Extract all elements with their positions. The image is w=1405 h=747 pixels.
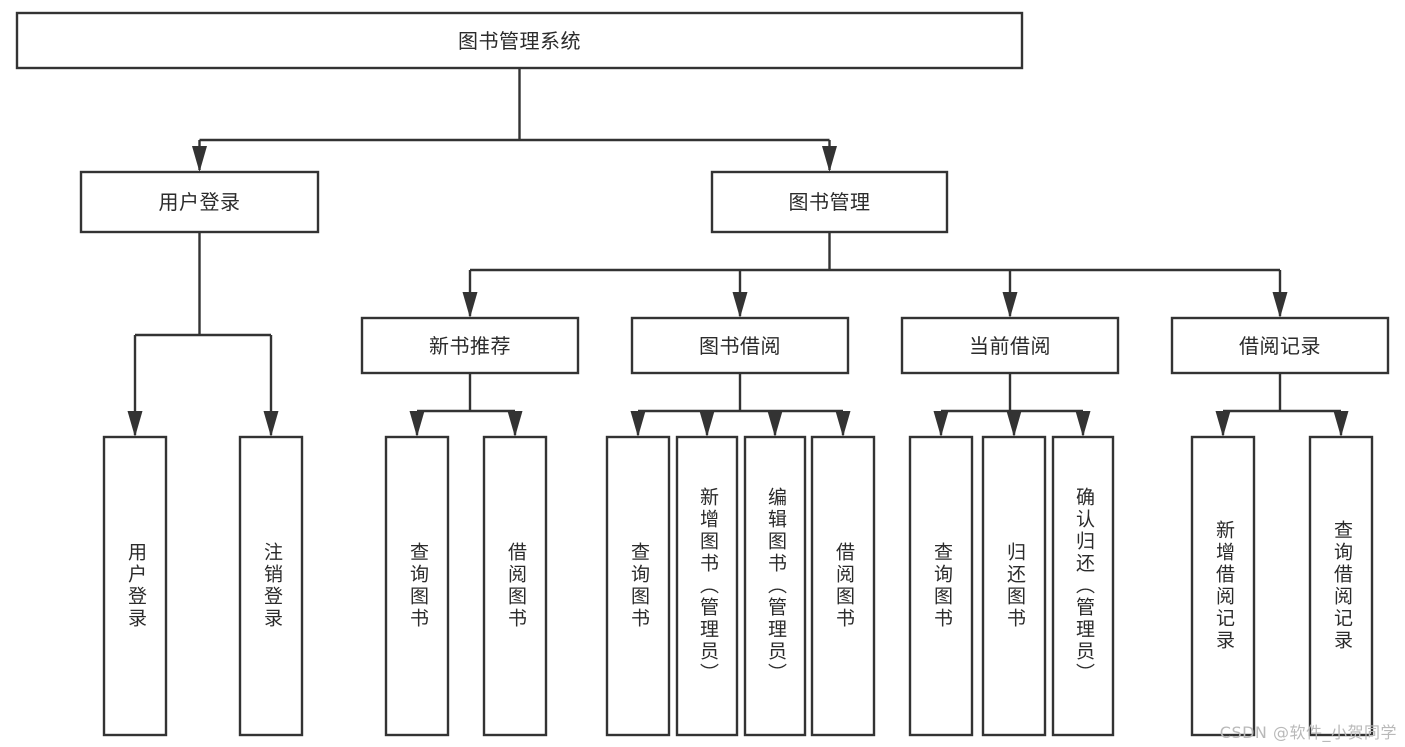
node-leaf-2[interactable] — [384, 435, 450, 737]
node-leaf-3[interactable] — [482, 435, 548, 737]
arrow-head-icon-leaf-0-0 — [409, 411, 425, 437]
arrow-head-icon-leaf-3-1 — [1333, 411, 1349, 437]
arrow-head-icon-level3-3 — [1272, 292, 1288, 318]
node-level2-1[interactable] — [710, 170, 949, 234]
node-root-system[interactable] — [15, 11, 1024, 70]
arrow-head-icon-leaf-1-1 — [699, 411, 715, 437]
arrow-head-icon-leaf-2-2 — [1075, 411, 1091, 437]
box-layer — [15, 11, 1390, 737]
arrow-head-icon-leaf-2-0 — [933, 411, 949, 437]
arrow-head-icon-leaf-1-0 — [630, 411, 646, 437]
watermark-text: CSDN @软件_小贺同学 — [1219, 723, 1397, 742]
arrow-head-icon-level3-1 — [732, 292, 748, 318]
arrow-head-icon-leaf-1-3 — [835, 411, 851, 437]
node-leaf-9[interactable] — [981, 435, 1047, 737]
arrow-head-icon-user-leaf-0 — [127, 411, 143, 437]
node-level3-2[interactable] — [900, 316, 1120, 375]
arrow-head-icon-level2-0 — [192, 146, 207, 172]
arrow-head-icon-level3-0 — [462, 292, 478, 318]
node-leaf-0[interactable] — [102, 435, 168, 737]
node-level3-0[interactable] — [360, 316, 580, 375]
node-leaf-10[interactable] — [1051, 435, 1115, 737]
node-leaf-5[interactable] — [675, 435, 739, 737]
node-leaf-7[interactable] — [810, 435, 876, 737]
arrow-head-icon-leaf-1-2 — [767, 411, 783, 437]
node-leaf-1[interactable] — [238, 435, 304, 737]
node-leaf-6[interactable] — [743, 435, 807, 737]
node-level3-1[interactable] — [630, 316, 850, 375]
arrow-head-icon-leaf-3-0 — [1215, 411, 1231, 437]
arrow-head-icon-leaf-0-1 — [507, 411, 523, 437]
connector-layer — [127, 68, 1349, 437]
node-leaf-12[interactable] — [1308, 435, 1374, 737]
arrow-head-icon-user-leaf-1 — [263, 411, 279, 437]
arrow-head-icon-level3-2 — [1002, 292, 1018, 318]
node-level3-3[interactable] — [1170, 316, 1390, 375]
node-level2-0[interactable] — [79, 170, 320, 234]
arrow-head-icon-level2-1 — [822, 146, 837, 172]
node-leaf-11[interactable] — [1190, 435, 1256, 737]
arrow-head-icon-leaf-2-1 — [1006, 411, 1022, 437]
node-leaf-4[interactable] — [605, 435, 671, 737]
node-leaf-8[interactable] — [908, 435, 974, 737]
